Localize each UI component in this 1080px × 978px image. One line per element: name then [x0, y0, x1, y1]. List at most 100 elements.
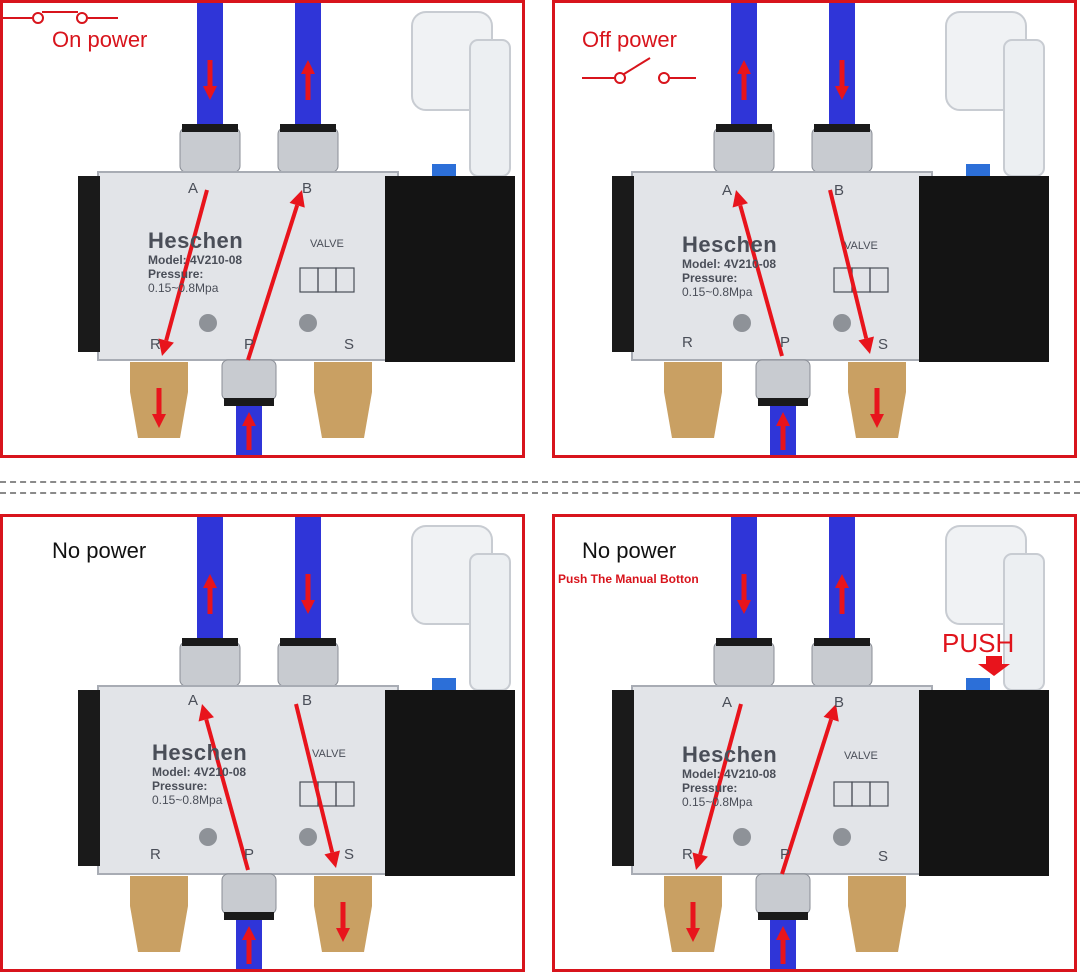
- internal-arrow-p-a: [732, 190, 784, 357]
- valve-model: Model: 4V210-08: [682, 767, 777, 781]
- connector-housing: [1003, 39, 1045, 177]
- internal-arrow-a-r: [158, 189, 209, 356]
- section-divider: [0, 481, 1080, 483]
- port-r-label: R: [150, 336, 161, 353]
- fitting-a: [713, 641, 775, 687]
- valve-illustration: [612, 514, 1049, 972]
- fitting-b-collar: [814, 638, 870, 646]
- connector-housing: [469, 39, 511, 177]
- manual-override-button: [432, 164, 456, 176]
- valve-brand: Heschen: [148, 228, 244, 253]
- flow-arrow-b: [301, 60, 315, 100]
- state-title: No power: [52, 538, 147, 563]
- manual-override-button: [966, 164, 990, 176]
- port-s-label: S: [878, 848, 889, 865]
- valve-brand: Heschen: [152, 740, 248, 765]
- solenoid-coil: [385, 690, 515, 876]
- panel-off-power: Off power Heschen Model: 4V210-08 Pressu…: [552, 0, 1077, 458]
- mount-hole: [833, 828, 851, 846]
- flow-arrow-a: [203, 60, 217, 100]
- valve-type: VALVE: [844, 750, 878, 762]
- fitting-a: [179, 641, 241, 687]
- port-r-label: R: [682, 846, 693, 863]
- mount-hole: [733, 314, 751, 332]
- fitting-p-collar: [758, 398, 808, 406]
- manual-override-button: [432, 678, 456, 690]
- valve-pressure-label: Pressure:: [682, 271, 738, 285]
- exhaust-arrow-r: [686, 902, 700, 942]
- valve-model: Model: 4V210-08: [682, 257, 777, 271]
- fitting-b-collar: [280, 638, 336, 646]
- port-b-label: B: [302, 692, 313, 709]
- port-s-label: S: [878, 336, 889, 353]
- valve-pressure-label: Pressure:: [682, 781, 738, 795]
- connector-housing: [1003, 553, 1045, 691]
- solenoid-coil: [919, 690, 1049, 876]
- manual-button-hint: Push The Manual Botton: [558, 572, 699, 586]
- end-cap: [78, 176, 100, 352]
- valve-illustration: [612, 0, 1049, 458]
- connector-housing: [469, 553, 511, 691]
- muffler-s: [848, 876, 906, 952]
- port-p-label: P: [244, 846, 255, 863]
- fitting-a-collar: [182, 124, 238, 132]
- valve-brand: Heschen: [682, 742, 778, 767]
- valve-type: VALVE: [844, 240, 878, 252]
- flow-arrow-p: [776, 926, 790, 964]
- port-s-label: S: [344, 846, 355, 863]
- valve-symbol-icon: [833, 781, 889, 807]
- push-arrow-stem: [986, 656, 1002, 665]
- end-cap: [78, 690, 100, 866]
- state-title: No power: [582, 538, 677, 563]
- muffler-s: [314, 362, 372, 438]
- fitting-b: [811, 641, 873, 687]
- fitting-p-collar: [224, 398, 274, 406]
- muffler-r: [130, 876, 188, 952]
- port-p-label: P: [244, 336, 255, 353]
- port-b-label: B: [302, 180, 313, 197]
- valve-pressure-label: Pressure:: [152, 779, 208, 793]
- port-p-label: P: [780, 846, 791, 863]
- port-r-label: R: [682, 334, 693, 351]
- internal-arrow-p-b: [246, 190, 305, 361]
- state-title: Off power: [582, 27, 677, 52]
- push-arrow-icon: [978, 664, 1010, 676]
- valve-pressure-range: 0.15~0.8Mpa: [152, 793, 223, 807]
- flow-arrow-p: [776, 412, 790, 450]
- fitting-p-collar: [224, 912, 274, 920]
- port-a-label: A: [188, 692, 199, 709]
- push-label: PUSH: [942, 628, 1015, 658]
- fitting-a-collar: [716, 124, 772, 132]
- valve-model: Model: 4V210-08: [152, 765, 247, 779]
- flow-arrow-p: [242, 926, 256, 964]
- end-cap: [612, 176, 634, 352]
- flow-arrow-a: [737, 574, 751, 614]
- port-p-label: P: [780, 334, 791, 351]
- flow-arrow-a: [203, 574, 217, 614]
- valve-symbol-icon: [299, 267, 355, 293]
- port-r-label: R: [150, 846, 161, 863]
- valve-type: VALVE: [310, 238, 344, 250]
- internal-arrow-p-a: [198, 704, 250, 871]
- fitting-b-collar: [280, 124, 336, 132]
- fitting-p: [755, 873, 811, 915]
- exhaust-arrow-s: [336, 902, 350, 942]
- port-a-label: A: [722, 182, 733, 199]
- port-s-label: S: [344, 336, 355, 353]
- fitting-p: [221, 873, 277, 915]
- valve-brand: Heschen: [682, 232, 778, 257]
- flow-arrow-p: [242, 412, 256, 450]
- port-b-label: B: [834, 182, 845, 199]
- panel-on-power: On power Heschen Model: 4V210-08 Pressur…: [0, 0, 525, 458]
- valve-body: [97, 171, 399, 361]
- panel-no-power: No power Heschen Model: 4V210-08 Pressur…: [0, 514, 525, 972]
- valve-illustration: [78, 0, 515, 458]
- internal-arrow-p-b: [780, 704, 839, 875]
- manual-override-button: [966, 678, 990, 690]
- solenoid-coil: [919, 176, 1049, 362]
- valve-pressure-label: Pressure:: [148, 267, 204, 281]
- internal-arrow-b-s: [294, 703, 340, 868]
- port-a-label: A: [188, 180, 199, 197]
- mount-hole: [199, 828, 217, 846]
- fitting-p: [755, 359, 811, 401]
